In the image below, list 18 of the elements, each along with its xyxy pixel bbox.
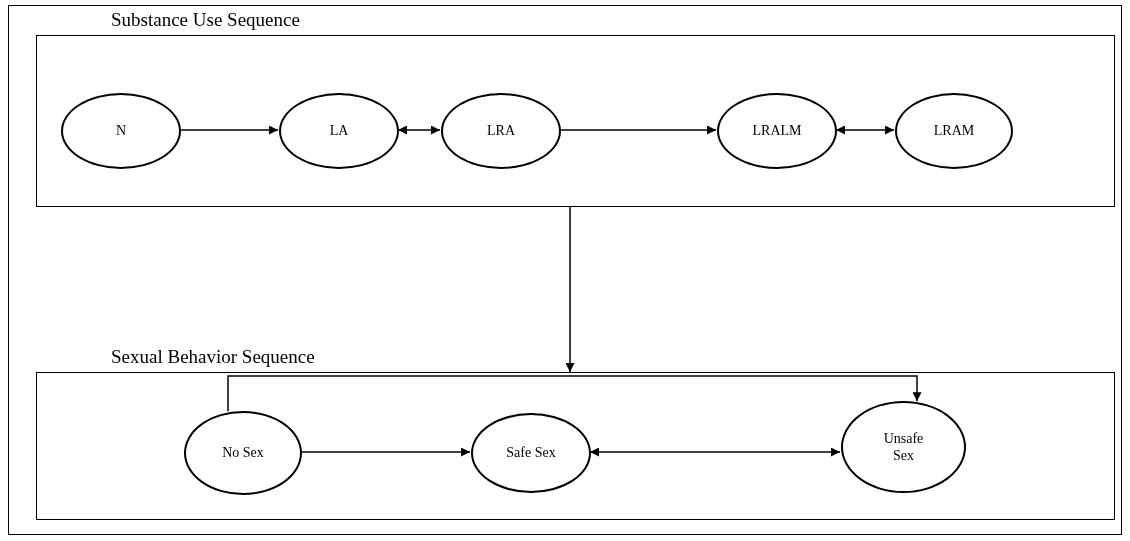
arrow: [565, 206, 575, 373]
group-heading: Sexual Behavior Sequence: [111, 345, 315, 369]
arrow: [559, 125, 717, 135]
state-label: Unsafe Sex: [882, 429, 925, 465]
arrow: [835, 125, 895, 135]
arrow: [589, 447, 841, 457]
state-label: Safe Sex: [506, 444, 556, 462]
arrow: [179, 125, 279, 135]
arrow: [300, 447, 471, 457]
group-heading: Substance Use Sequence: [111, 8, 300, 32]
arrow: [227, 375, 922, 412]
state-label: N: [115, 122, 127, 140]
arrow: [397, 125, 441, 135]
state-label: LRA: [487, 122, 515, 140]
state-label: No Sex: [222, 444, 264, 462]
state-label: LRALM: [752, 122, 802, 140]
state-label: LRAM: [933, 122, 975, 140]
state-label: LA: [329, 122, 349, 140]
